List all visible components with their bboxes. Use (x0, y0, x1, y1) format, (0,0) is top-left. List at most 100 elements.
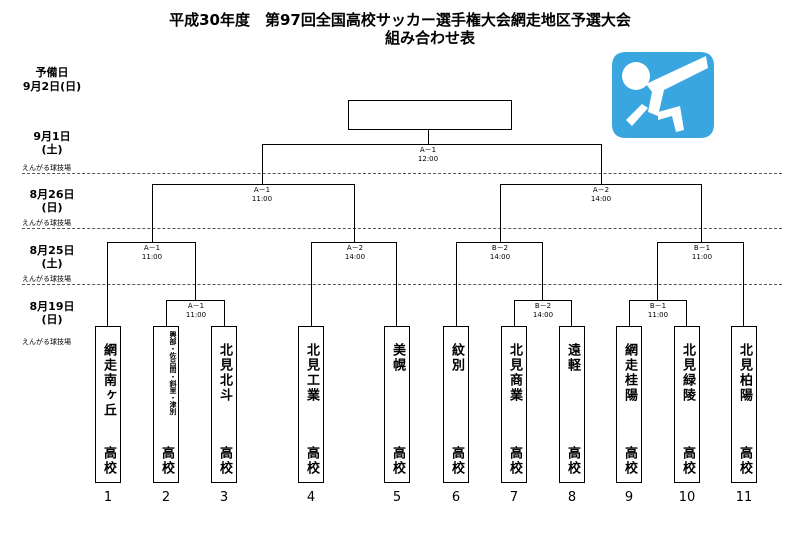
team-box: 北見緑陵 高校 (674, 326, 700, 483)
match-label-qf2: A－2 14:00 (325, 244, 385, 262)
team-box: 北見柏陽 高校 (731, 326, 757, 483)
match-code: B－2 (491, 244, 509, 252)
match-time: 11:00 (647, 311, 669, 319)
bracket-line (354, 184, 355, 242)
match-code: B－2 (534, 302, 552, 310)
team-suffix: 高校 (217, 446, 232, 476)
team-box: 北見商業 高校 (501, 326, 527, 483)
match-label-r1c: B－1 11:00 (628, 302, 688, 320)
bracket-line (166, 300, 225, 301)
match-time: 14:00 (344, 253, 366, 261)
round-divider (22, 173, 782, 174)
round-divider (22, 228, 782, 229)
champion-box (348, 100, 512, 130)
team-suffix: 高校 (159, 446, 174, 476)
team-name: 遠軽 (565, 343, 580, 373)
round-venue: えんがる球技場 (22, 164, 71, 172)
round-venue: えんがる球技場 (22, 338, 71, 346)
team-number: 11 (735, 490, 753, 505)
bracket-line (224, 300, 225, 326)
bracket-line (195, 242, 196, 300)
team-box: 美幌 高校 (384, 326, 410, 483)
bracket-line (514, 300, 572, 301)
bracket-line (396, 242, 397, 326)
team-number: 9 (624, 490, 634, 505)
round-date: 8月25日 (29, 244, 75, 257)
match-code: B－1 (693, 244, 711, 252)
page-subtitle: 組み合わせ表 (384, 29, 475, 47)
bracket-line (262, 144, 602, 145)
bracket-line (456, 242, 457, 326)
round-dow: (日) (41, 201, 63, 214)
bracket-line (743, 242, 744, 326)
match-code: A－2 (592, 186, 610, 194)
bracket-line (686, 300, 687, 326)
match-label-final: A－1 12:00 (398, 146, 458, 164)
reserve-day: 予備日 9月2日(日) (22, 66, 82, 94)
round-venue: えんがる球技場 (22, 219, 71, 227)
bracket-line (107, 242, 196, 243)
match-label-qf4: B－1 11:00 (672, 244, 732, 262)
bracket-line (311, 242, 312, 326)
round-date-r1: 8月19日 (日) (22, 300, 82, 326)
page-title: 平成30年度 第97回全国高校サッカー選手権大会網走地区予選大会 (169, 11, 631, 29)
match-time: 11:00 (141, 253, 163, 261)
team-name: 北見北斗 (217, 343, 232, 403)
round-date: 8月26日 (29, 188, 75, 201)
bracket-line (542, 242, 543, 300)
round-date: 8月19日 (29, 300, 75, 313)
bracket-line (152, 184, 153, 242)
round-date-semi: 8月26日 (日) (22, 188, 82, 214)
match-code: A－1 (253, 186, 271, 194)
round-dow: (土) (41, 143, 63, 156)
bracket-line (152, 184, 355, 185)
round-venue: えんがる球技場 (22, 275, 71, 283)
team-box: 紋別 高校 (443, 326, 469, 483)
bracket-line (701, 184, 702, 242)
match-time: 11:00 (691, 253, 713, 261)
team-box: 網走桂陽 高校 (616, 326, 642, 483)
team-number: 5 (392, 490, 402, 505)
team-number: 3 (219, 490, 229, 505)
match-time: 14:00 (532, 311, 554, 319)
team-name: 北見柏陽 (737, 343, 752, 403)
team-suffix: 高校 (101, 446, 116, 476)
match-time: 11:00 (185, 311, 207, 319)
team-box: 北見北斗 高校 (211, 326, 237, 483)
team-name: 網走南ヶ丘 (101, 343, 116, 418)
team-name: 北見工業 (304, 343, 319, 403)
team-name: 美幌 (390, 343, 405, 373)
team-name: 北見商業 (507, 343, 522, 403)
match-label-semi-left: A－1 11:00 (232, 186, 292, 204)
team-name: 北見緑陵 (680, 343, 695, 403)
round-date-qf: 8月25日 (土) (22, 244, 82, 270)
soccer-player-logo (612, 52, 714, 138)
bracket-line (311, 242, 397, 243)
bracket-line (500, 184, 501, 242)
bracket-line (629, 300, 630, 326)
match-code: A－1 (143, 244, 161, 252)
reserve-day-label: 予備日 (35, 66, 69, 79)
match-time: 14:00 (590, 195, 612, 203)
bracket-line (657, 242, 744, 243)
team-suffix: 高校 (507, 446, 522, 476)
team-suffix: 高校 (680, 446, 695, 476)
team-number: 8 (567, 490, 577, 505)
match-label-qf1: A－1 11:00 (122, 244, 182, 262)
team-box: 遠軽 高校 (559, 326, 585, 483)
match-label-semi-right: A－2 14:00 (571, 186, 631, 204)
match-time: 12:00 (417, 155, 439, 163)
team-name: 興部・佐呂間・斜里・津別 (169, 331, 177, 415)
bracket-line (262, 144, 263, 184)
team-number: 2 (161, 490, 171, 505)
bracket-line (657, 242, 658, 300)
bracket-line (514, 300, 515, 326)
bracket-line (629, 300, 687, 301)
team-number: 6 (451, 490, 461, 505)
team-number: 10 (678, 490, 696, 505)
team-number: 7 (509, 490, 519, 505)
match-label-r1b: B－2 14:00 (513, 302, 573, 320)
bracket-line (571, 300, 572, 326)
team-box: 網走南ヶ丘 高校 (95, 326, 121, 483)
round-dow: (土) (41, 257, 63, 270)
